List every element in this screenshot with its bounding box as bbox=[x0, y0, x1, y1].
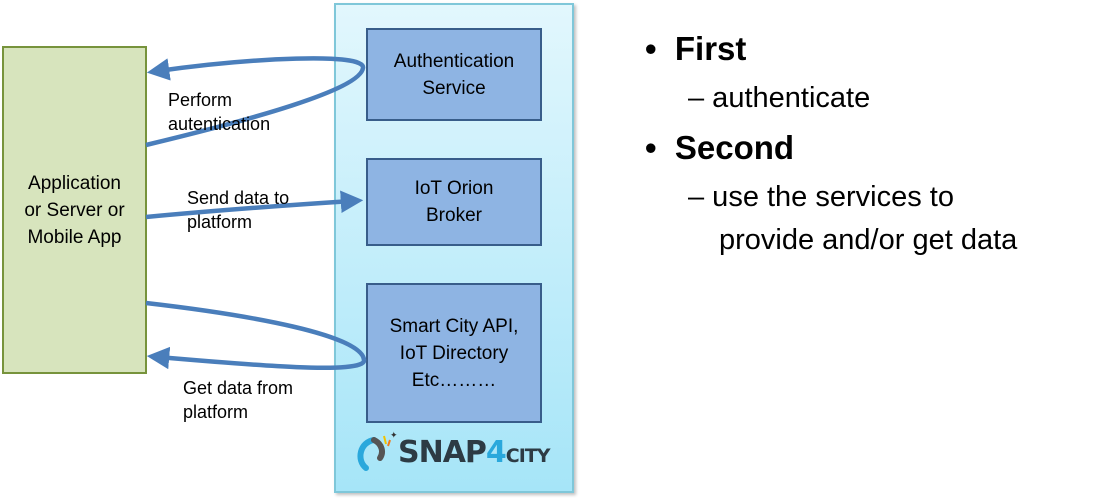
logo-four-text: 4 bbox=[485, 434, 507, 470]
sub-bullet: – authenticate bbox=[688, 82, 871, 114]
snap4city-logo: ✦ SNAP4CITY bbox=[352, 430, 551, 474]
arrow-label-line: Get data from bbox=[183, 378, 294, 398]
service-label: IoT Directory bbox=[399, 342, 509, 364]
app-label-line: or Server or bbox=[24, 199, 125, 221]
bullet-list: • First – authenticate • Second – use th… bbox=[645, 30, 1017, 262]
authenticate-arrow bbox=[145, 56, 366, 148]
service-label: IoT Orion bbox=[414, 178, 494, 199]
arrow-label-line: autentication bbox=[168, 114, 271, 134]
perform-authentication-label: Perform autentication bbox=[168, 88, 270, 136]
service-label: Smart City API, bbox=[389, 315, 519, 337]
arrow-label-line: Send data to bbox=[187, 188, 290, 208]
logo-city-text: CITY bbox=[505, 444, 551, 467]
logo-snap-text: SNAP bbox=[398, 434, 487, 470]
send-data-label: Send data to platform bbox=[187, 186, 289, 234]
bullet-title: Second bbox=[674, 129, 795, 166]
arrow-label-line: platform bbox=[183, 402, 249, 422]
get-data-label: Get data from platform bbox=[183, 376, 293, 424]
service-label: Etc……… bbox=[411, 369, 497, 391]
bullet-second: • Second bbox=[645, 129, 795, 166]
bullet-title: First bbox=[674, 30, 747, 67]
get-data-arrow bbox=[145, 300, 367, 370]
application-box: Application or Server or Mobile App bbox=[2, 46, 147, 374]
send-data-arrow bbox=[145, 190, 364, 220]
arrow-label-line: platform bbox=[187, 212, 253, 232]
arrow-label-line: Perform bbox=[168, 90, 233, 110]
bullet-first: • First bbox=[645, 30, 747, 67]
sub-bullet-continuation: provide and/or get data bbox=[719, 224, 1018, 256]
sub-bullet: – use the services to bbox=[688, 181, 954, 213]
service-label: Authentication bbox=[393, 50, 515, 72]
service-label: Broker bbox=[426, 205, 482, 226]
service-label: Service bbox=[422, 77, 486, 99]
app-label-line: Application bbox=[28, 172, 121, 194]
app-label-line: Mobile App bbox=[27, 226, 122, 248]
snap4city-logo-icon: ✦ bbox=[357, 430, 398, 471]
svg-text:✦: ✦ bbox=[390, 430, 398, 440]
